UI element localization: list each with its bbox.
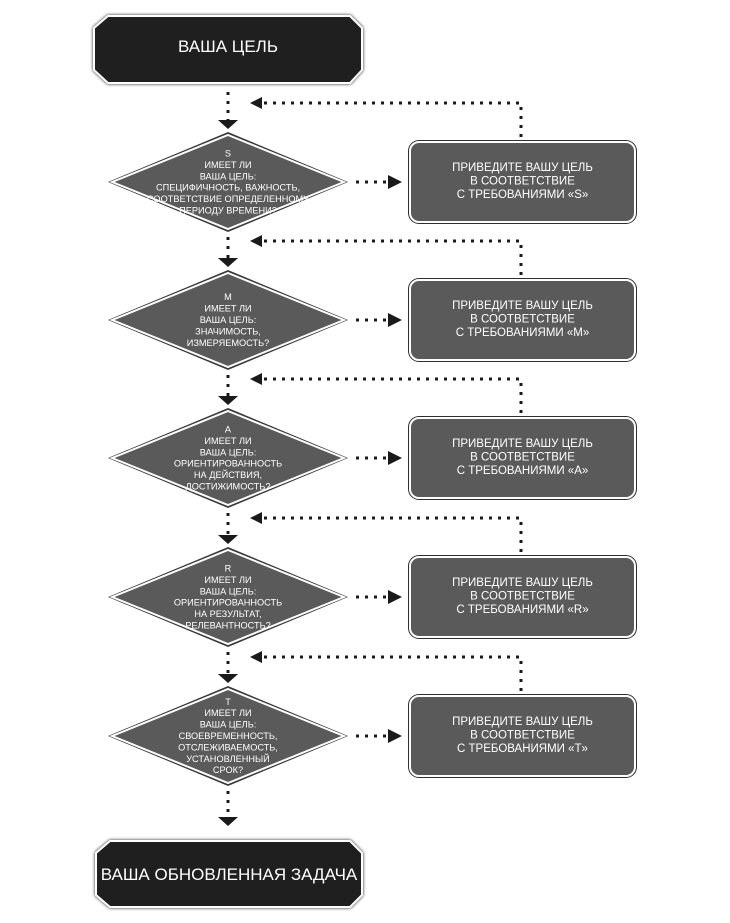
question-line: ВАША ЦЕЛЬ: — [200, 720, 257, 730]
action-box — [409, 556, 636, 638]
main-flow-arrowhead — [218, 120, 238, 129]
question-line: НА РЕЗУЛЬТАТ, — [194, 609, 261, 619]
return-loop-line — [262, 101, 523, 137]
decision-diamond — [109, 409, 347, 507]
action-line: ПРИВЕДИТЕ ВАШУ ЦЕЛЬ — [452, 577, 593, 589]
action-line: В СООТВЕТСТВИЕ — [470, 591, 575, 603]
start-label: ВАША ЦЕЛЬ — [178, 37, 278, 56]
action-line: В СООТВЕТСТВИЕ — [470, 730, 575, 742]
question-line: ИМЕЕТ ЛИ — [204, 575, 251, 585]
no-branch-arrowhead — [388, 590, 402, 604]
criterion-letter: T — [225, 697, 231, 707]
criterion-letter: S — [225, 149, 231, 159]
question-line: СПЕЦИФИЧНОСТЬ, ВАЖНОСТЬ, — [156, 183, 300, 193]
action-box — [409, 417, 636, 499]
return-loop-arrowhead — [250, 97, 262, 109]
decision-diamond — [109, 548, 347, 646]
decision-diamond — [109, 687, 347, 785]
return-loop-line — [262, 239, 523, 275]
decision-diamond — [109, 271, 347, 369]
question-line: УСТАНОВЛЕННЫЙ — [186, 753, 270, 764]
no-branch-arrowhead — [388, 729, 402, 743]
question-line: СВОЕВРЕМЕННОСТЬ, — [179, 731, 278, 741]
main-flow-arrowhead — [218, 396, 238, 405]
action-line: С ТРЕБОВАНИЯМИ «S» — [457, 189, 589, 201]
no-branch-arrowhead — [388, 313, 402, 327]
question-line: НА ДЕЙСТВИЯ, — [194, 469, 262, 480]
return-loop-arrowhead — [250, 373, 262, 385]
return-loop-arrowhead — [250, 512, 262, 524]
question-line: ОТСЛЕЖИВАЕМОСТЬ, — [178, 742, 278, 752]
start-terminal: ВАША ЦЕЛЬ — [93, 15, 363, 84]
question-line: РЕЛЕВАНТНОСТЬ? — [185, 621, 270, 631]
main-flow-arrowhead — [218, 817, 238, 826]
question-line: СРОК? — [213, 765, 243, 775]
question-line: ОРИЕНТИРОВАННОСТЬ — [174, 459, 282, 469]
action-line: ПРИВЕДИТЕ ВАШУ ЦЕЛЬ — [452, 162, 593, 174]
question-line: СООТВЕТСТВИЕ ОПРЕДЕЛЕННОМУ — [147, 194, 309, 204]
question-line: ИЗМЕРЯЕМОСТЬ? — [187, 338, 270, 348]
criterion-letter: A — [225, 425, 232, 435]
question-line: ПЕРИОДУ ВРЕМЕНИ? — [179, 206, 277, 216]
question-line: ЗНАЧИМОСТЬ, — [195, 326, 261, 336]
question-line: ВАША ЦЕЛЬ: — [200, 315, 257, 325]
main-flow-arrowhead — [218, 258, 238, 267]
question-line: ИМЕЕТ ЛИ — [204, 708, 251, 718]
end-label: ВАША ОБНОВЛЕННАЯ ЗАДАЧА — [101, 865, 358, 884]
action-line: С ТРЕБОВАНИЯМИ «M» — [456, 327, 589, 339]
question-line: ИМЕЕТ ЛИ — [204, 304, 251, 314]
main-flow-arrowhead — [218, 535, 238, 544]
action-box — [409, 141, 636, 223]
question-line: ИМЕЕТ ЛИ — [204, 160, 251, 170]
action-line: С ТРЕБОВАНИЯМИ «R» — [456, 604, 588, 616]
action-line: В СООТВЕТСТВИЕ — [470, 176, 575, 188]
return-loop-arrowhead — [250, 235, 262, 247]
action-line: ПРИВЕДИТЕ ВАШУ ЦЕЛЬ — [452, 438, 593, 450]
no-branch-arrowhead — [388, 175, 402, 189]
connector-layer — [218, 92, 523, 826]
return-loop-line — [262, 516, 523, 552]
return-loop-line — [262, 377, 523, 413]
question-line: ВАША ЦЕЛЬ: — [200, 586, 257, 596]
end-terminal-shape — [95, 840, 363, 908]
decision-diamond — [109, 133, 347, 231]
question-line: ДОСТИЖИМОСТЬ? — [186, 482, 271, 492]
question-line: ОРИЕНТИРОВАННОСТЬ — [174, 598, 282, 608]
action-line: ПРИВЕДИТЕ ВАШУ ЦЕЛЬ — [452, 300, 593, 312]
action-box — [409, 279, 636, 361]
criterion-letter: R — [225, 564, 232, 574]
question-line: ВАША ЦЕЛЬ: — [200, 171, 257, 181]
main-flow-arrowhead — [218, 674, 238, 683]
no-branch-arrowhead — [388, 451, 402, 465]
action-line: С ТРЕБОВАНИЯМИ «A» — [457, 465, 589, 477]
action-line: В СООТВЕТСТВИЕ — [470, 452, 575, 464]
question-line: ИМЕЕТ ЛИ — [204, 436, 251, 446]
question-line: ВАША ЦЕЛЬ: — [200, 447, 257, 457]
action-line: В СООТВЕТСТВИЕ — [470, 314, 575, 326]
end-terminal: ВАША ОБНОВЛЕННАЯ ЗАДАЧА — [95, 840, 363, 908]
action-box — [409, 695, 636, 777]
action-line: С ТРЕБОВАНИЯМИ «T» — [457, 743, 588, 755]
criterion-letter: M — [224, 292, 232, 302]
start-terminal-shape — [93, 15, 363, 84]
action-line: ПРИВЕДИТЕ ВАШУ ЦЕЛЬ — [452, 716, 593, 728]
return-loop-line — [262, 655, 523, 691]
return-loop-arrowhead — [250, 651, 262, 663]
